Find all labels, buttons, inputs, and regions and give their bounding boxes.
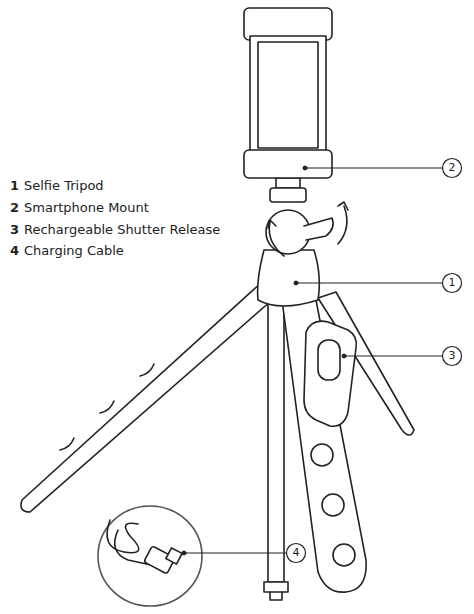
callout-circle xyxy=(443,274,462,293)
callout-circle xyxy=(443,347,462,366)
part-number: 1 xyxy=(10,178,19,194)
callout-number: 2 xyxy=(444,161,460,175)
leader-line xyxy=(184,553,286,554)
shutter-release xyxy=(304,321,356,426)
part-number: 2 xyxy=(10,200,19,216)
part-name: Selfie Tripod xyxy=(24,178,104,194)
rotate-arrow xyxy=(269,222,284,256)
callout-circle xyxy=(287,544,306,563)
tripod-body xyxy=(258,250,320,306)
cable-coil xyxy=(107,520,139,553)
ball-head xyxy=(266,210,310,254)
handle-leg xyxy=(282,294,366,592)
leader-line xyxy=(296,283,442,284)
tripod-leg xyxy=(21,282,272,512)
callout-number: 3 xyxy=(444,349,460,363)
shutter-button xyxy=(318,340,340,380)
leader-dot xyxy=(182,551,186,555)
part-name: Rechargeable Shutter Release xyxy=(24,222,220,238)
leader-lines xyxy=(182,166,442,555)
leader-dot xyxy=(342,354,346,358)
rotate-arrow xyxy=(338,206,347,244)
cable-frame xyxy=(98,506,202,606)
leader-dot xyxy=(303,166,307,170)
arrow-head xyxy=(338,202,348,210)
grip-hole xyxy=(333,544,355,566)
callout-number: 4 xyxy=(288,546,304,560)
callout-number: 1 xyxy=(444,276,460,290)
grip-hole xyxy=(311,444,333,466)
part-number: 3 xyxy=(10,222,19,238)
arrow-head xyxy=(268,220,276,228)
mount-knob xyxy=(270,188,306,202)
callout-circle xyxy=(443,159,462,178)
mount-plate xyxy=(250,36,326,154)
center-leg xyxy=(268,300,284,582)
mount-clamp xyxy=(244,150,332,178)
leader-dot xyxy=(294,281,298,285)
mount-plate-inner xyxy=(258,42,318,148)
leg-grip xyxy=(60,364,154,450)
grip-hole xyxy=(322,494,344,516)
leader-line xyxy=(305,168,442,169)
mount-screw xyxy=(276,178,300,188)
part-number: 4 xyxy=(10,243,19,259)
cable-connector xyxy=(166,548,182,564)
part-name: Charging Cable xyxy=(24,243,124,259)
leader-line xyxy=(344,356,442,357)
lock-lever xyxy=(304,218,333,240)
leg-foot xyxy=(264,582,288,600)
part-name: Smartphone Mount xyxy=(24,200,149,216)
